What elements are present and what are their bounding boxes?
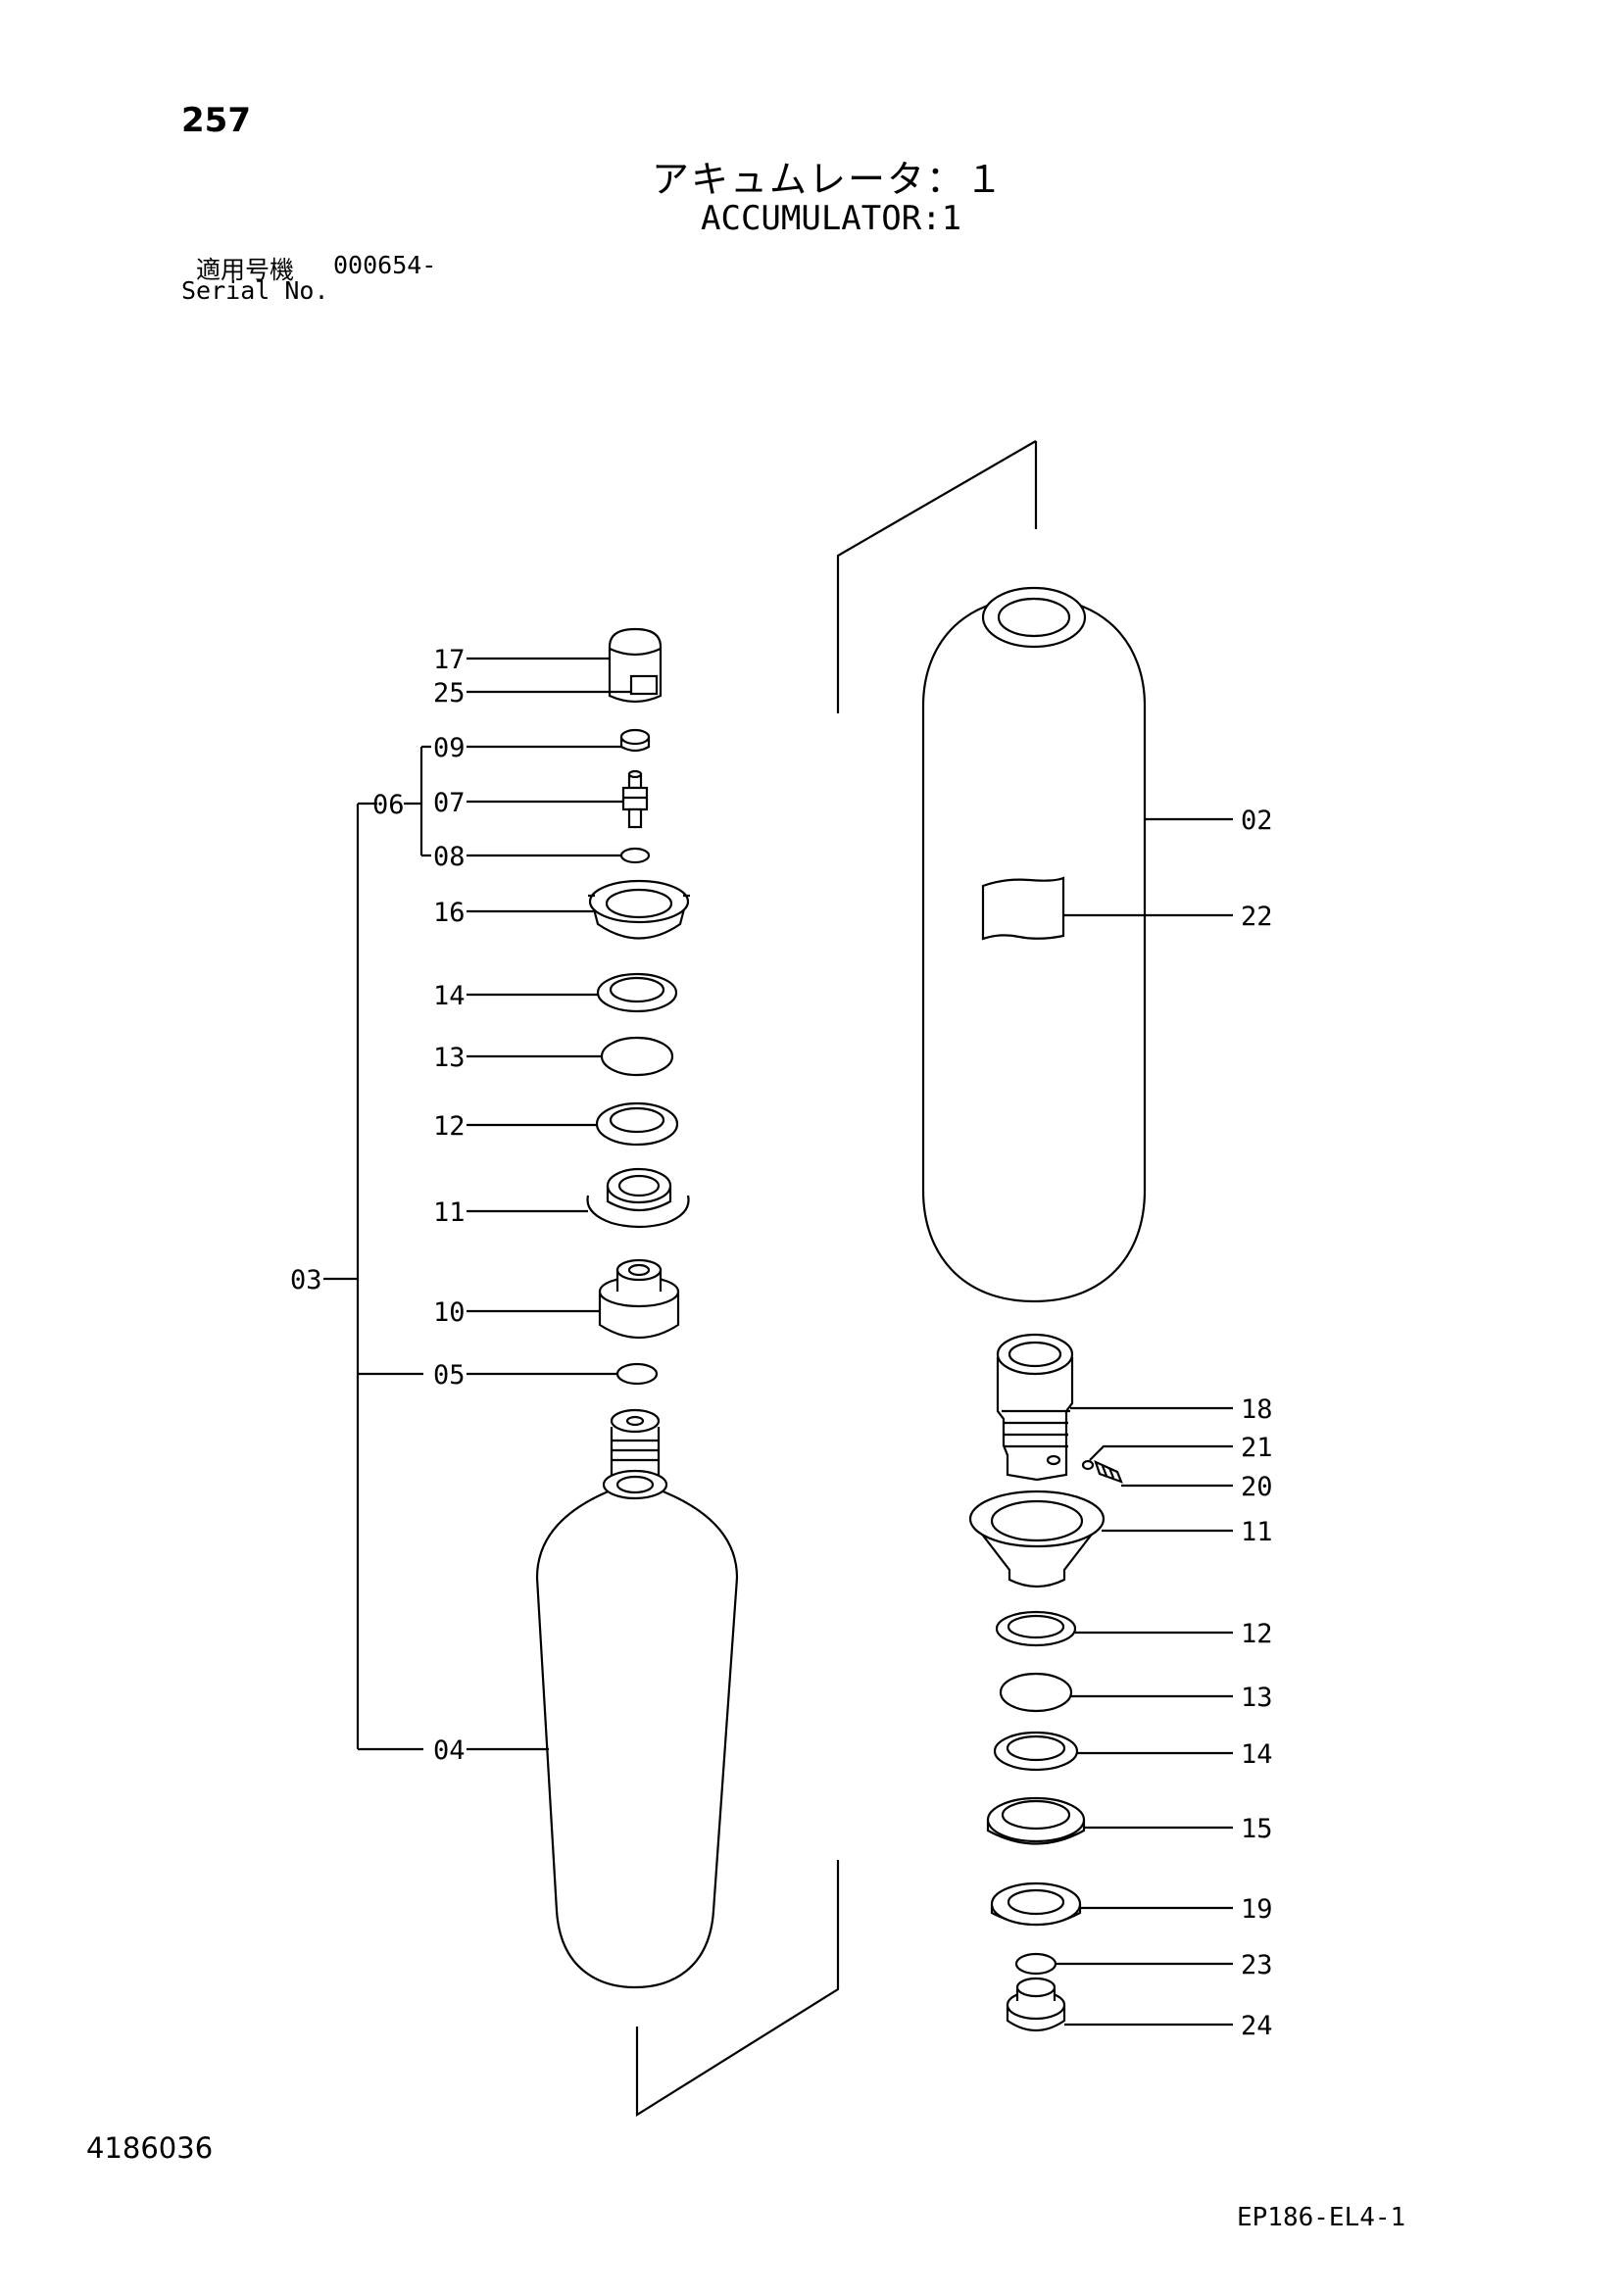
ring-part-19 xyxy=(990,1881,1082,1927)
o-ring-part-08 xyxy=(619,847,651,864)
callout-12-left: 12 xyxy=(433,1111,466,1142)
callout-09: 09 xyxy=(433,733,466,763)
callout-23: 23 xyxy=(1241,1950,1273,1980)
callout-05: 05 xyxy=(433,1360,466,1391)
nut-part-16 xyxy=(588,879,690,940)
o-ring-part-21 xyxy=(1081,1459,1095,1471)
callout-25: 25 xyxy=(433,678,466,708)
page-number: 257 xyxy=(181,101,251,140)
callout-11-right: 11 xyxy=(1241,1517,1273,1547)
callout-07: 07 xyxy=(433,788,466,818)
title-english: ACCUMULATOR:1 xyxy=(701,199,962,238)
bracket-06 xyxy=(358,747,423,855)
bracket-03 xyxy=(323,804,360,1749)
cap-part-11-right xyxy=(968,1490,1106,1588)
callout-14-right: 14 xyxy=(1241,1739,1273,1770)
callout-19: 19 xyxy=(1241,1894,1273,1925)
callout-03: 03 xyxy=(290,1265,322,1295)
title-japanese: アキュムレータ：１ xyxy=(652,158,1006,201)
callout-12-right: 12 xyxy=(1241,1619,1273,1649)
shell-part-02 xyxy=(921,586,1147,1303)
fitting-part-24 xyxy=(1006,1977,1066,2031)
callout-04: 04 xyxy=(433,1735,466,1766)
disc-part-13-left xyxy=(600,1036,674,1077)
callout-06: 06 xyxy=(372,790,405,820)
ring-part-12-right xyxy=(995,1610,1077,1647)
plug-part-20 xyxy=(1094,1459,1123,1484)
callout-08: 08 xyxy=(433,842,466,872)
ring-part-12-left xyxy=(595,1101,679,1147)
serial-label-japanese: 適用号機 xyxy=(196,256,295,284)
label-plate-part-22 xyxy=(981,876,1065,941)
callout-21: 21 xyxy=(1241,1433,1273,1463)
ring-part-15 xyxy=(986,1796,1086,1845)
callout-14-left: 14 xyxy=(433,981,466,1011)
cap-part-11-left xyxy=(586,1167,690,1229)
o-ring-part-23 xyxy=(1014,1952,1057,1976)
assembly-connector-top xyxy=(836,440,1038,713)
drawing-number: 4186036 xyxy=(86,2131,214,2165)
body-part-10 xyxy=(598,1258,680,1340)
valve-stem-part-07 xyxy=(621,769,649,829)
bladder-part-04 xyxy=(535,1408,739,1989)
leader-21 xyxy=(1089,1444,1233,1461)
valve-body-part-18 xyxy=(996,1333,1074,1482)
callout-18: 18 xyxy=(1241,1394,1273,1425)
ring-part-14-left xyxy=(596,972,678,1013)
serial-label-english: Serial No. xyxy=(181,276,329,305)
o-ring-part-05 xyxy=(615,1362,659,1386)
callout-10: 10 xyxy=(433,1297,466,1328)
callout-13-left: 13 xyxy=(433,1043,466,1073)
sheet-code: EP186-EL4-1 xyxy=(1237,2203,1406,2232)
serial-value: 000654- xyxy=(333,251,437,279)
assembly-connector-bottom xyxy=(635,1860,840,2117)
callout-24: 24 xyxy=(1241,2011,1273,2041)
callout-22: 22 xyxy=(1241,902,1273,932)
callout-20: 20 xyxy=(1241,1472,1273,1502)
callout-16: 16 xyxy=(433,898,466,928)
label-part-25 xyxy=(629,674,659,696)
callout-17: 17 xyxy=(433,645,466,675)
disc-part-13-right xyxy=(999,1672,1073,1713)
callout-13-right: 13 xyxy=(1241,1683,1273,1713)
callout-11-left: 11 xyxy=(433,1197,466,1228)
callout-02: 02 xyxy=(1241,806,1273,836)
cap-part-09 xyxy=(619,728,651,753)
callout-15: 15 xyxy=(1241,1814,1273,1844)
ring-part-14-right xyxy=(993,1731,1079,1772)
